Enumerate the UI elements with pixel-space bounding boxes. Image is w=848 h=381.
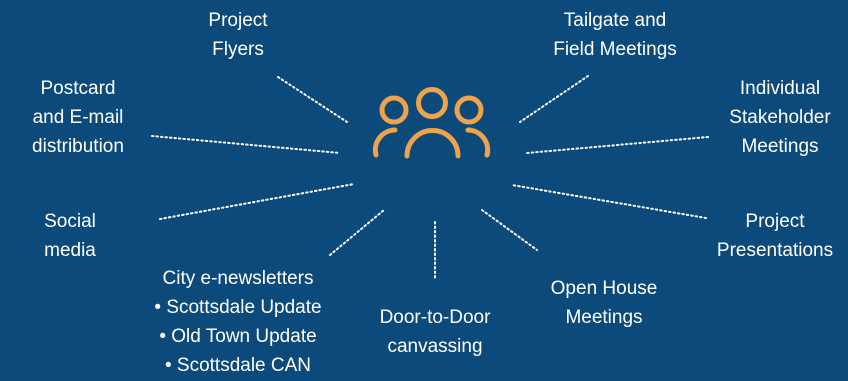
connector-open-house (481, 209, 538, 251)
node-line: Presentations (716, 240, 834, 261)
node-door-to-door: Door-to-Door canvassing (370, 303, 500, 361)
node-social-media: Social media (30, 207, 110, 265)
connector-individual (526, 136, 709, 154)
node-line: and E-mail (32, 107, 124, 128)
node-line: • Old Town Update (159, 326, 317, 347)
node-line: media (44, 240, 96, 261)
node-line: Postcard (40, 78, 116, 99)
connector-newsletters (329, 209, 385, 256)
connector-presentations (511, 184, 707, 219)
connector-postcard (151, 135, 341, 154)
node-line: • Scottsdale Update (154, 297, 322, 318)
node-line: Open House (550, 278, 658, 299)
node-project-presentations: Project Presentations (706, 207, 844, 265)
node-line: distribution (32, 136, 124, 157)
node-postcard-email: Postcard and E-mail distribution (14, 74, 142, 161)
node-line: Project (745, 211, 805, 232)
connector-tailgate (519, 75, 589, 123)
node-open-house: Open House Meetings (540, 274, 668, 332)
node-line: Project (208, 10, 268, 31)
node-line: City e-newsletters (162, 268, 314, 289)
people-group-icon (372, 87, 491, 159)
node-line: Meetings (565, 307, 643, 328)
connector-social (159, 183, 355, 220)
node-individual-stakeholder: Individual Stakeholder Meetings (716, 74, 844, 161)
node-line: Tailgate and (563, 10, 667, 31)
connector-project-flyers (277, 76, 348, 123)
node-line: Door-to-Door (379, 307, 491, 328)
node-line: Stakeholder (729, 107, 831, 128)
node-project-flyers: Project Flyers (198, 6, 278, 64)
node-line: canvassing (387, 336, 483, 357)
node-line: Meetings (741, 136, 819, 157)
node-line: Individual (739, 78, 821, 99)
node-city-enewsletters: City e-newsletters • Scottsdale Update •… (140, 264, 336, 380)
node-tailgate-field-meetings: Tailgate and Field Meetings (540, 6, 690, 64)
node-line: • Scottsdale CAN (164, 355, 312, 376)
node-line: Field Meetings (553, 39, 677, 60)
node-line: Social (44, 211, 96, 232)
node-line: Flyers (212, 39, 264, 60)
